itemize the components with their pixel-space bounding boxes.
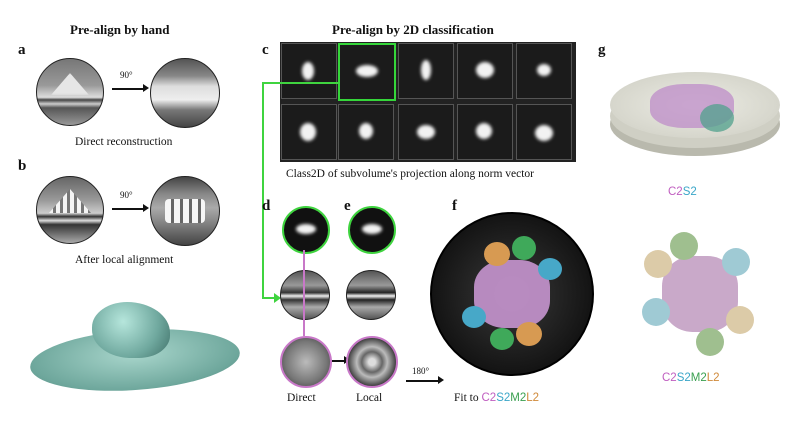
panel-label-a: a: [18, 42, 26, 58]
fit-complex-label: C2S2M2L2: [481, 392, 539, 404]
s2-density: [700, 104, 734, 132]
rotation-arrow-180: [406, 380, 440, 382]
complex-token: S2: [682, 186, 697, 198]
s2-subunit: [538, 258, 562, 280]
class2d-grid: [280, 42, 576, 162]
m2-unit: [670, 232, 698, 260]
class-average: [398, 43, 454, 99]
e-side-view: [346, 270, 396, 320]
connector-line: [262, 297, 276, 299]
aligned-side-view: [36, 176, 104, 244]
rotation-angle-label-b: 90°: [120, 190, 133, 200]
c2-subunit: [474, 260, 550, 328]
complex-token: M2: [510, 392, 527, 404]
panel-label-b: b: [18, 158, 27, 174]
fit-label: Fit to C2S2M2L2: [454, 392, 539, 404]
d-side-view: [280, 270, 330, 320]
connector-arrow-head: [274, 293, 281, 303]
caption-class2d: Class2D of subvolume's projection along …: [286, 168, 535, 180]
class-average-selected: [338, 43, 396, 101]
e-class-view: [348, 206, 396, 254]
panel-label-c: c: [262, 42, 269, 58]
d-top-view: [280, 336, 332, 388]
s2-unit: [722, 248, 750, 276]
g-top-label: C2S2: [668, 186, 697, 198]
m2-subunit: [490, 328, 514, 350]
caption-local: Local: [356, 392, 383, 404]
class-average: [338, 104, 394, 160]
connector-line: [262, 82, 340, 84]
class-average: [457, 104, 513, 160]
s2-subunit: [462, 306, 486, 328]
complex-token: S2: [496, 392, 511, 404]
panel-label-e: e: [344, 198, 351, 214]
complex-token: M2: [690, 372, 707, 384]
e-top-view: [346, 336, 398, 388]
complex-token: L2: [706, 372, 720, 384]
header-pre-align-hand: Pre-align by hand: [70, 22, 170, 37]
complex-token: C2: [662, 372, 677, 384]
class-average: [398, 104, 454, 160]
c2s2m2l2-structure: [640, 232, 760, 356]
panel-label-g: g: [598, 42, 606, 58]
complex-token: L2: [526, 392, 540, 404]
aligned-top-view: [150, 176, 220, 246]
rotation-arrow: [112, 88, 146, 90]
m2-unit: [696, 328, 724, 356]
l2-unit: [644, 250, 672, 278]
panel-label-d: d: [262, 198, 271, 214]
class-average: [516, 104, 572, 160]
fitted-density-map: [430, 212, 594, 376]
pink-connector: [303, 250, 305, 336]
s2-unit: [642, 298, 670, 326]
class-average: [281, 43, 337, 99]
rotation-arrow-b: [112, 208, 146, 210]
m2-subunit: [512, 236, 536, 260]
reconstruction-side-view: [36, 58, 104, 126]
rotation-arrow-180-head: [438, 376, 444, 384]
fit-prefix: Fit to: [454, 392, 482, 404]
l2-unit: [726, 306, 754, 334]
header-pre-align-2d: Pre-align by 2D classification: [332, 22, 494, 37]
arrow-head-b: [143, 204, 149, 212]
rotation-angle-label: 90°: [120, 70, 133, 80]
class-average: [516, 43, 572, 99]
caption-direct-reconstruction: Direct reconstruction: [75, 136, 173, 148]
d-class-view: [282, 206, 330, 254]
panel-label-f: f: [452, 198, 457, 214]
g-bottom-label: C2S2M2L2: [662, 372, 720, 384]
l2-subunit: [484, 242, 510, 266]
caption-direct: Direct: [287, 392, 316, 404]
l2-subunit: [516, 322, 542, 346]
arrow-head: [143, 84, 149, 92]
connector-line: [262, 82, 264, 298]
class-average: [281, 104, 337, 160]
complex-token: S2: [676, 372, 691, 384]
reconstruction-top-view: [150, 58, 220, 128]
rotation-angle-180: 180°: [412, 366, 430, 376]
complex-token: C2: [481, 392, 497, 404]
class-average: [457, 43, 513, 99]
complex-token: C2: [668, 186, 683, 198]
protein-density: [92, 302, 170, 358]
d-to-e-arrow: [332, 360, 346, 362]
caption-after-local-alignment: After local alignment: [75, 254, 174, 266]
